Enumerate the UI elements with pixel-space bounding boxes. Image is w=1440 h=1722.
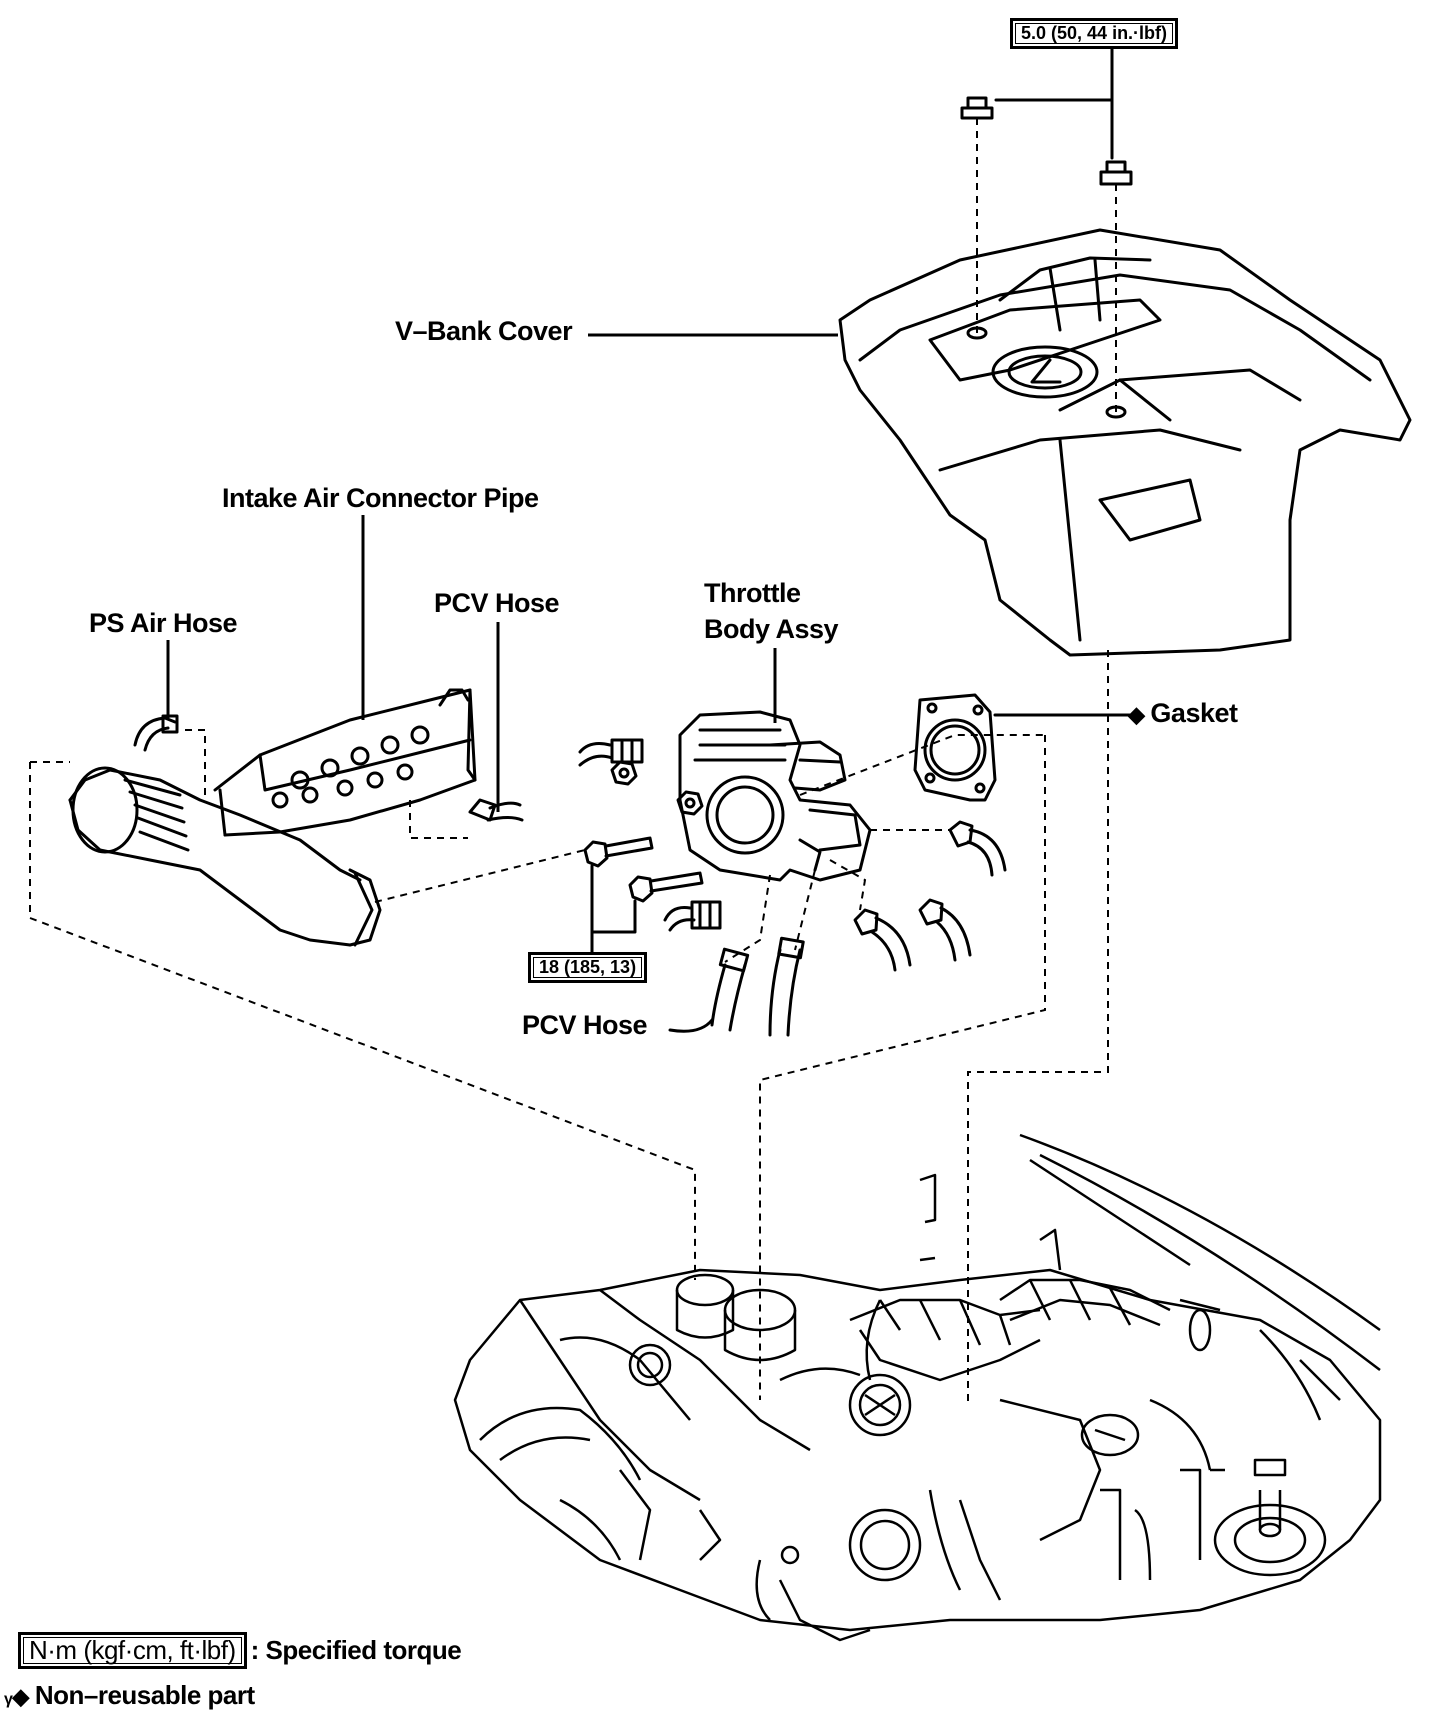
label-pcv-hose-lower: PCV Hose — [522, 1010, 648, 1040]
leader-pcv-hose-upper — [496, 622, 500, 812]
pcv-hose-lower-part — [710, 936, 805, 1037]
throttle-bolt-2 — [628, 871, 704, 903]
throttle-bolt-1 — [583, 836, 654, 868]
label-pcv-hose-upper: PCV Hose — [434, 588, 560, 618]
legend-nonreusable: γ◆Non–reusable part — [4, 1680, 255, 1711]
cover-nut-right — [1099, 160, 1133, 186]
assembly-lines — [29, 118, 1117, 1405]
gasket-text: Gasket — [1150, 698, 1238, 728]
engine-assembly — [453, 1133, 1382, 1642]
intake-air-connector-pipe — [68, 688, 477, 947]
throttle-nut-2 — [676, 790, 704, 816]
v-bank-cover — [838, 228, 1412, 657]
cover-nut-left — [960, 96, 994, 120]
pcv-lower-leader — [668, 1018, 714, 1033]
label-intake-air-connector-pipe: Intake Air Connector Pipe — [222, 483, 539, 513]
throttle-nut-1 — [610, 760, 638, 786]
leader-intake-air-connector-pipe — [361, 515, 365, 720]
hose-right-2 — [853, 908, 912, 972]
legend-torque-units: N·m (kgf·cm, ft·lbf) — [18, 1632, 247, 1669]
throttle-body-assy — [678, 710, 872, 882]
ps-air-hose-part — [133, 714, 179, 752]
connector-upper — [578, 738, 644, 767]
torque-cover-nuts: 5.0 (50, 44 in.·lbf) — [1010, 18, 1179, 49]
leader-v-bank-cover — [588, 333, 838, 337]
torque-leader-bolts — [590, 864, 637, 934]
legend-torque-text: : Specified torque — [250, 1635, 462, 1665]
torque-throttle-bolts: 18 (185, 13) — [528, 952, 648, 983]
connector-lower — [663, 900, 722, 932]
label-gasket: ◆Gasket — [1128, 698, 1238, 729]
label-throttle-body-line1: Throttle — [704, 578, 801, 608]
legend-marker: γ — [4, 1691, 13, 1708]
leader-ps-air-hose — [166, 640, 170, 718]
legend-torque: N·m (kgf·cm, ft·lbf): Specified torque — [18, 1632, 462, 1669]
leader-throttle-body — [773, 648, 777, 723]
torque-leader-cover — [994, 46, 1114, 102]
gasket-part — [913, 693, 997, 802]
legend-diamond-icon: ◆ — [12, 1684, 29, 1709]
hose-right-3 — [918, 898, 972, 962]
label-throttle-body-line2: Body Assy — [704, 614, 839, 644]
legend-nonreusable-text: Non–reusable part — [34, 1680, 255, 1710]
label-ps-air-hose: PS Air Hose — [89, 608, 238, 638]
hose-right-1 — [948, 820, 1007, 877]
non-reusable-diamond-icon: ◆ — [1128, 702, 1145, 727]
pcv-hose-upper-part — [468, 798, 524, 822]
label-v-bank-cover: V–Bank Cover — [395, 316, 573, 346]
